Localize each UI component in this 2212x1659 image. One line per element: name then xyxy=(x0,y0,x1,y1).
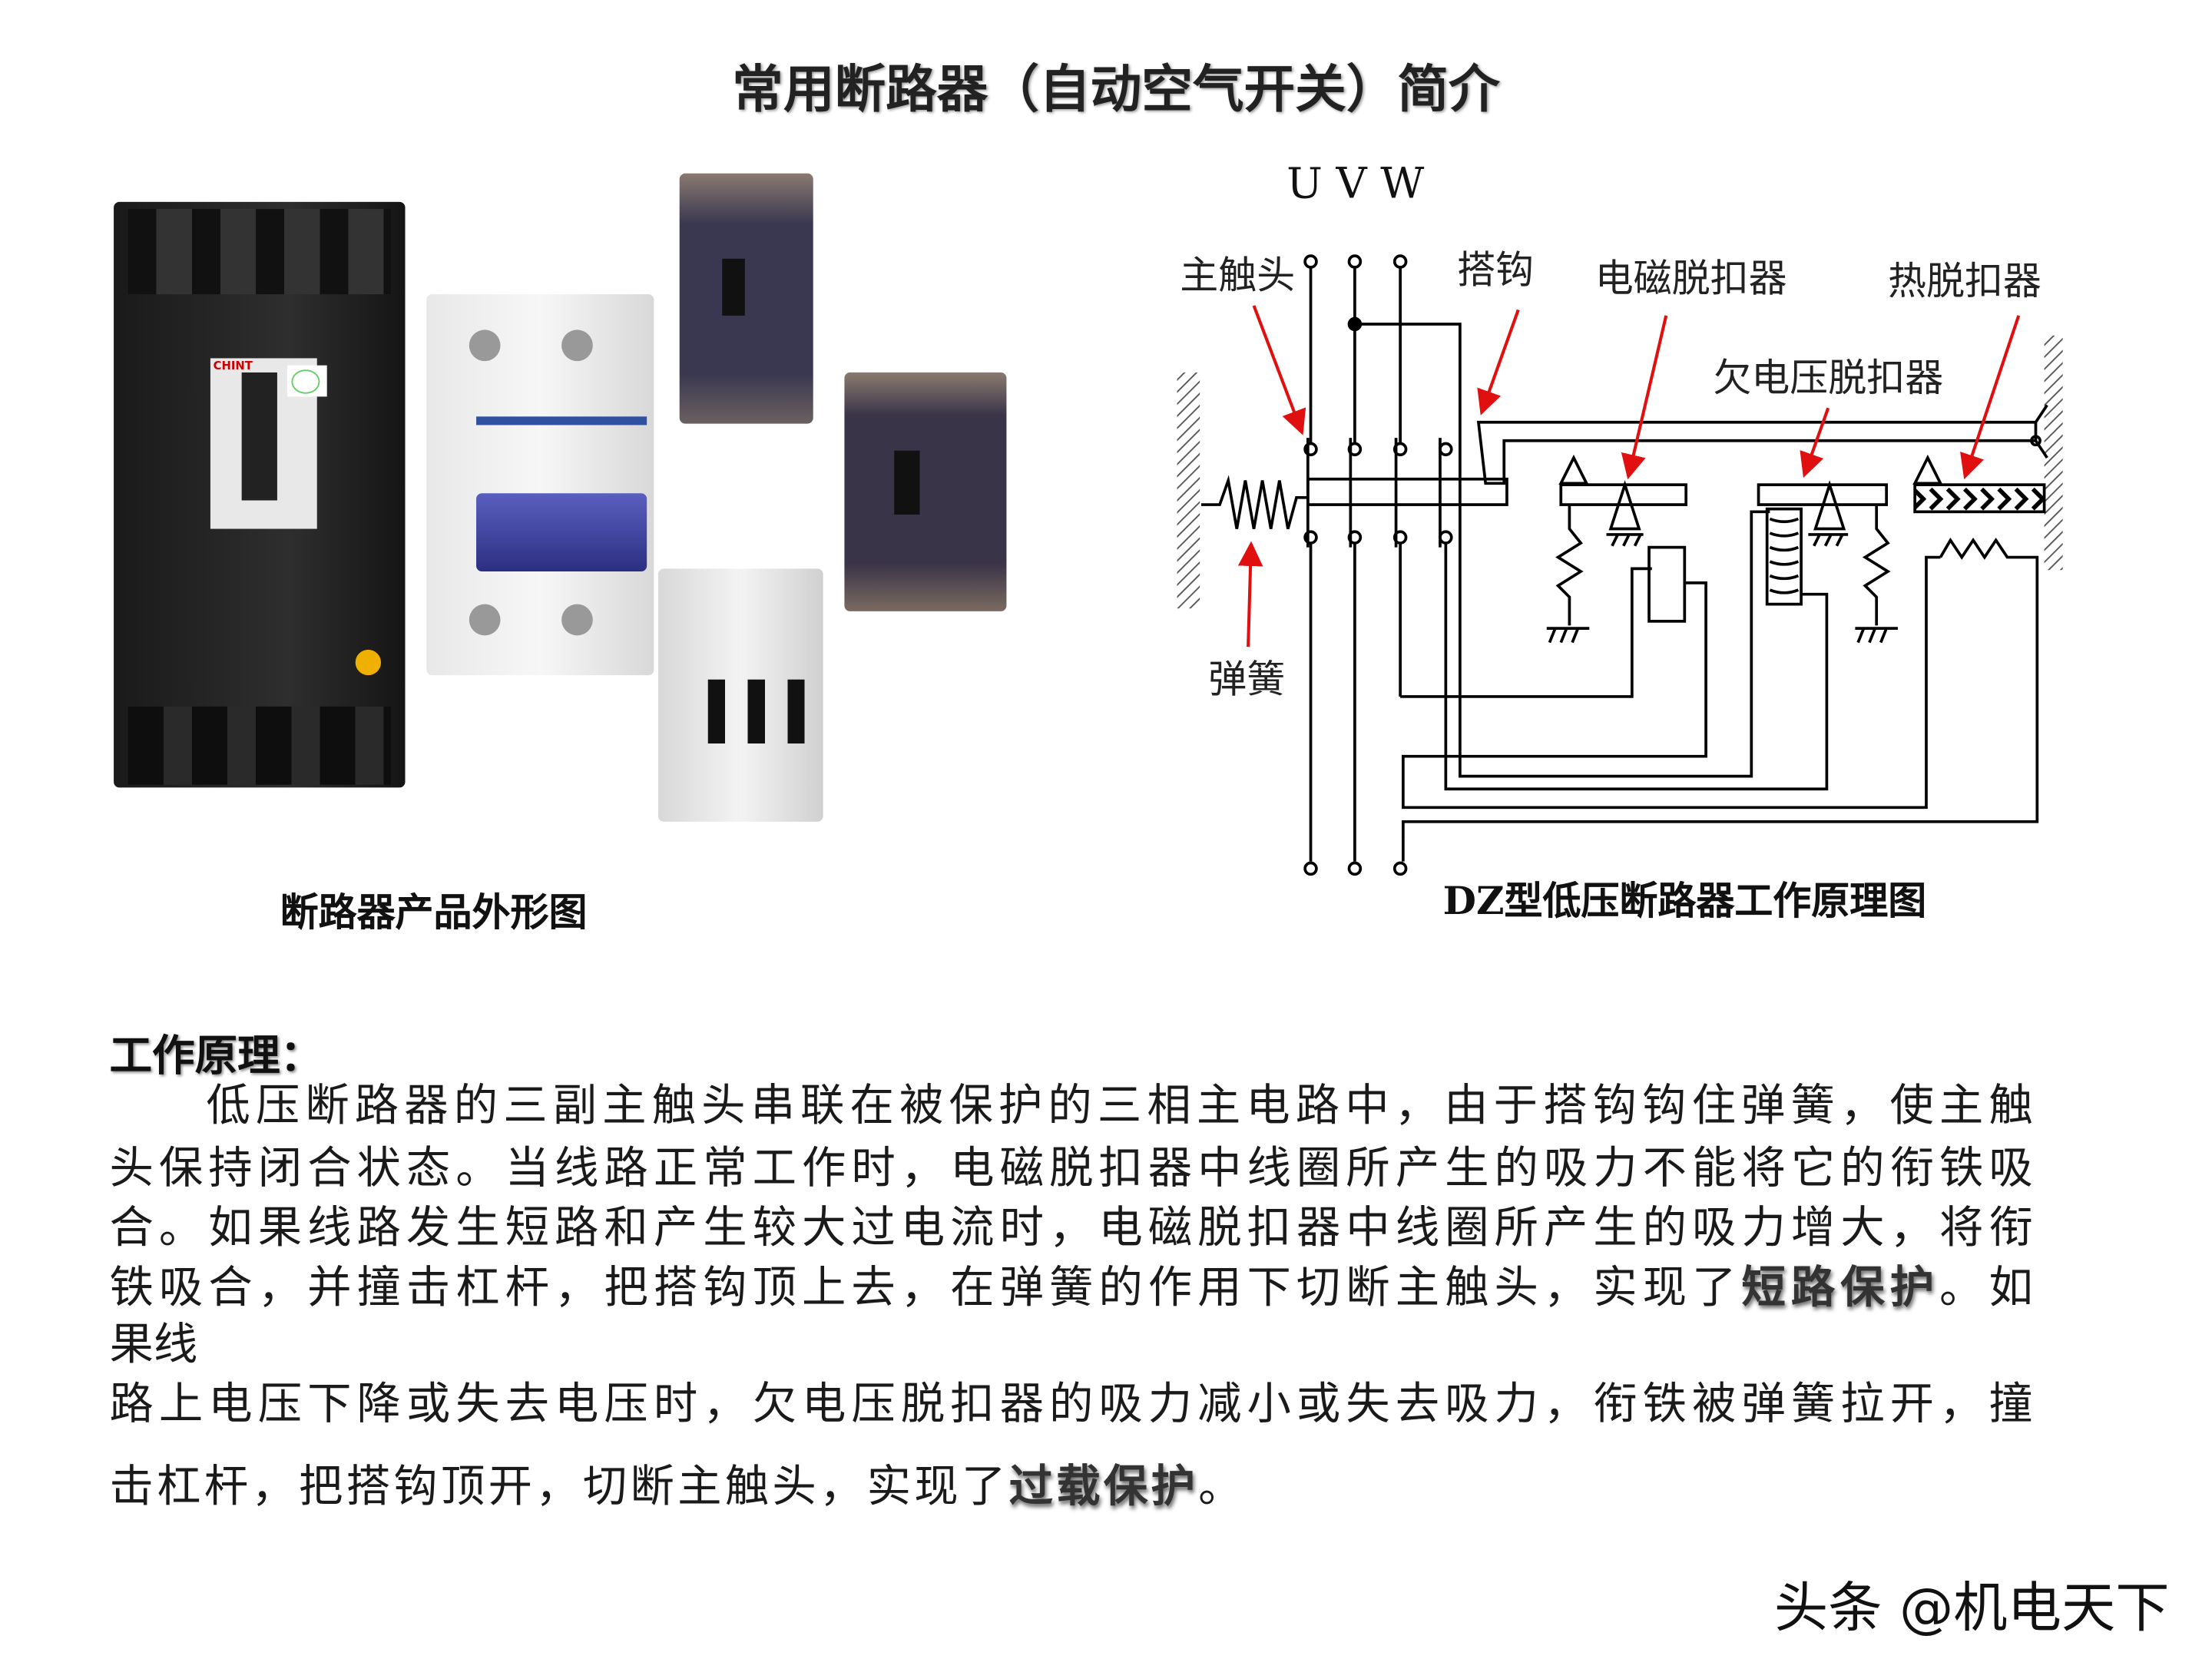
white-2pole-breaker-image xyxy=(426,294,654,676)
label-arrows xyxy=(1237,305,2021,647)
principle-line: 果线 xyxy=(109,1319,198,1371)
label-spring: 弹簧 xyxy=(1208,657,1286,703)
principle-line: 头保持闭合状态。当线路正常工作时，电磁脱扣器中线圈所产生的吸力不能将它的衔铁吸 xyxy=(109,1143,2033,1194)
principle-line: 铁吸合，并撞击杠杆，把搭钩顶上去，在弹簧的作用下切断主触头，实现了短路保护。如 xyxy=(110,1260,2033,1316)
products-caption: 断路器产品外形图 xyxy=(280,891,588,935)
main-spring xyxy=(1201,475,1308,530)
thermal-release xyxy=(1912,454,2046,514)
principle-line: 合。如果线路发生短路和产生较大过电流时，电磁脱扣器中线圈所产生的吸力增大，将衔 xyxy=(109,1202,2033,1254)
circuit-diagram xyxy=(1177,254,2063,876)
text-segment: 。 xyxy=(1198,1461,1246,1513)
diagram-caption: DZ型低压断路器工作原理图 xyxy=(1442,879,1927,925)
principle-line: 路上电压下降或失去电压时，欠电压脱扣器的吸力减小或失去吸力，衔铁被弹簧拉开，撞 xyxy=(109,1379,2033,1431)
label-main-contact: 主触头 xyxy=(1180,254,1296,299)
undervoltage-release xyxy=(1757,480,1898,644)
label-undervoltage-release: 欠电压脱扣器 xyxy=(1713,356,1944,401)
label-thermal-release: 热脱扣器 xyxy=(1887,260,2041,305)
em-release xyxy=(1546,454,1688,644)
watermark: 头条 @机电天下 xyxy=(1773,1576,2170,1640)
brand-logo: CHINT xyxy=(213,359,253,373)
page-title: 常用断路器（自动空气开关）简介 xyxy=(732,59,1500,120)
highlight-short-circuit-protection: 短路保护 xyxy=(1741,1262,1940,1314)
text-segment: 铁吸合，并撞击杠杆，把搭钩顶上去，在弹簧的作用下切断主触头，实现了 xyxy=(109,1262,1742,1314)
phase-lines xyxy=(1303,254,1453,876)
contact-bar xyxy=(1306,477,1508,506)
label-hook: 搭钩 xyxy=(1457,248,1535,293)
phase-labels: U V W xyxy=(1286,159,1425,210)
highlight-overload-protection: 过载保护 xyxy=(1008,1461,1199,1513)
hook-lever xyxy=(1476,420,2038,485)
principle-heading: 工作原理： xyxy=(109,1031,323,1082)
white-3pole-breaker-image xyxy=(657,568,823,822)
right-wall xyxy=(2044,335,2063,571)
text-segment: 击杠杆，把搭钩顶开，切断主触头，实现了 xyxy=(109,1461,1009,1513)
label-em-release: 电磁脱扣器 xyxy=(1594,257,1787,302)
left-wall xyxy=(1177,372,1200,609)
principle-line: 击杠杆，把搭钩顶开，切断主触头，实现了过载保护。 xyxy=(110,1459,2033,1515)
text-segment: 。如 xyxy=(1939,1262,2033,1314)
black-breaker-image: CHINT xyxy=(114,201,406,788)
small-mccb-image xyxy=(679,173,813,424)
mccb-image xyxy=(844,372,1007,611)
principle-line: 低压断路器的三副主触头串联在被保护的三相主电路中，由于搭钩钩住弹簧，使主触 xyxy=(206,1080,2033,1132)
